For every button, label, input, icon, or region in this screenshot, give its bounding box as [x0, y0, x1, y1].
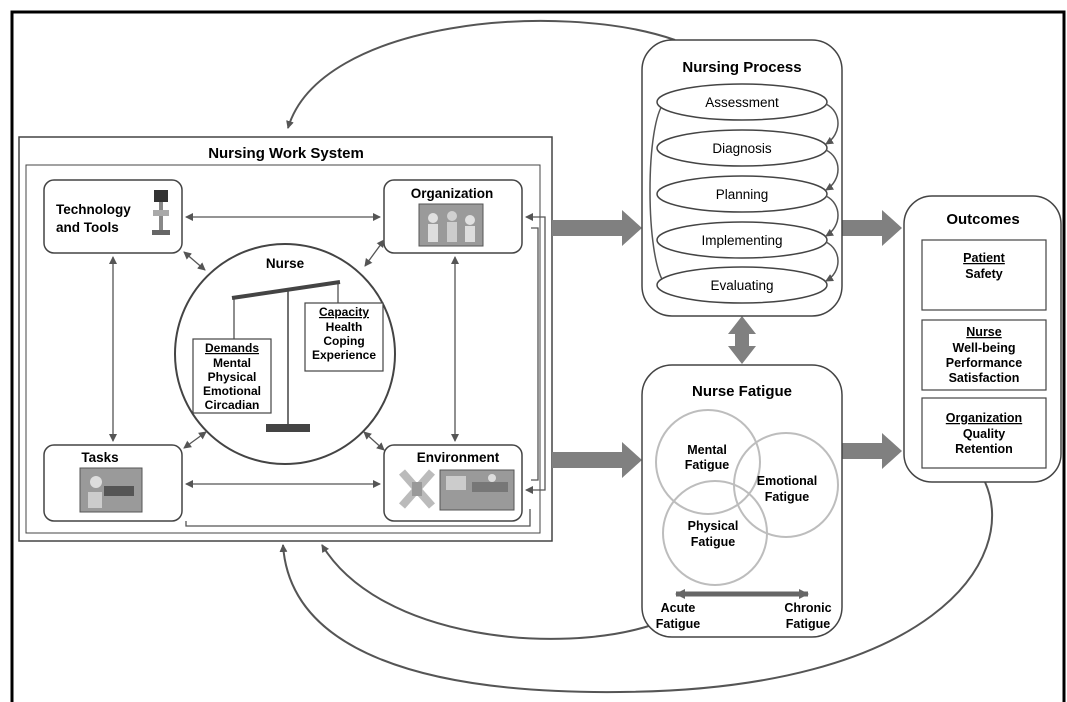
capacity-item: Coping: [323, 334, 364, 348]
work-system-connectors: [109, 213, 546, 527]
capacity-heading: Capacity: [319, 305, 369, 319]
step-diagnosis: [656, 129, 828, 167]
work-system-title: Nursing Work System: [208, 145, 364, 162]
feedback-curve-bottom: [279, 481, 994, 694]
nurse-title: Nurse: [266, 256, 305, 271]
step-label: Implementing: [701, 233, 782, 248]
capacity-box: [304, 302, 384, 372]
step-implementing: [656, 221, 828, 259]
step-label: Assessment: [705, 95, 779, 110]
step-label: Planning: [716, 187, 769, 202]
patient-outcome-heading: Patient: [963, 251, 1006, 265]
organization-outcome-box: [921, 397, 1047, 469]
chronic-fatigue-label: Fatigue: [786, 617, 830, 631]
acute-fatigue-label: Fatigue: [656, 617, 700, 631]
outer-frame: [10, 10, 1066, 702]
environment-label: Environment: [417, 450, 500, 465]
work-system-inner-border: [25, 164, 541, 534]
nurse-outcome-item: Well-being: [953, 341, 1016, 355]
outcomes-title: Outcomes: [946, 211, 1019, 228]
demands-item: Circadian: [205, 398, 260, 412]
nurse-fatigue-title: Nurse Fatigue: [692, 383, 792, 400]
arrow-process-fatigue: [728, 316, 756, 364]
floor-plan-icon: [399, 469, 435, 509]
arrow-to-nursing-process: [552, 210, 642, 246]
step-evaluating: [656, 266, 828, 304]
step-assessment: [656, 83, 828, 121]
nurse-outcome-item: Performance: [946, 356, 1022, 370]
nursing-process-title: Nursing Process: [682, 59, 801, 76]
hospital-room-photo: [439, 469, 515, 511]
process-return-loop: [649, 101, 666, 285]
mental-fatigue-label: Mental: [687, 443, 727, 457]
nurse-outcome-heading: Nurse: [966, 325, 1001, 339]
computer-cart-icon: [152, 190, 170, 235]
physical-fatigue-circle: [662, 480, 768, 586]
demands-heading: Demands: [205, 341, 259, 355]
step-label: Evaluating: [710, 278, 773, 293]
nurse-outcome-box: [921, 319, 1047, 391]
staff-meeting-photo: [418, 203, 484, 247]
step-label: Diagnosis: [712, 141, 772, 156]
arrow-to-nurse-fatigue: [552, 442, 642, 478]
nurse-outcome-item: Satisfaction: [949, 371, 1020, 385]
emotional-fatigue-label: Emotional: [757, 474, 817, 488]
capacity-item: Experience: [312, 348, 376, 362]
step-planning: [656, 175, 828, 213]
demands-item: Mental: [213, 356, 251, 370]
organization-outcome-item: Quality: [963, 427, 1005, 441]
process-steps: Assessment Diagnosis Planning Implementi…: [656, 83, 828, 304]
balance-scale-icon: [231, 280, 341, 432]
process-step-arrows: [825, 103, 839, 282]
patient-care-photo: [79, 467, 143, 513]
demands-item: Emotional: [203, 384, 261, 398]
acute-fatigue-label: Acute: [661, 601, 696, 615]
organization-outcome-heading: Organization: [946, 411, 1022, 425]
demands-item: Physical: [208, 370, 257, 384]
feedback-curve-fatigue: [321, 544, 653, 640]
technology-label-2: and Tools: [56, 220, 119, 235]
mental-fatigue-label: Fatigue: [685, 458, 729, 472]
tasks-label: Tasks: [81, 450, 118, 465]
capacity-item: Health: [326, 320, 363, 334]
organization-label: Organization: [411, 186, 494, 201]
demands-box: [192, 338, 272, 414]
technology-label-1: Technology: [56, 202, 131, 217]
technology-box: [43, 179, 183, 254]
patient-outcome-box: [921, 239, 1047, 311]
emotional-fatigue-label: Fatigue: [765, 490, 809, 504]
mental-fatigue-circle: [655, 409, 761, 515]
feedback-curve-top: [286, 19, 676, 129]
arrow-fatigue-to-outcomes: [842, 433, 902, 469]
chronic-fatigue-label: Chronic: [784, 601, 831, 615]
physical-fatigue-label: Fatigue: [691, 535, 735, 549]
arrow-process-to-outcomes: [842, 210, 902, 246]
patient-outcome-item: Safety: [965, 267, 1003, 281]
physical-fatigue-label: Physical: [688, 519, 739, 533]
organization-outcome-item: Retention: [955, 442, 1013, 456]
